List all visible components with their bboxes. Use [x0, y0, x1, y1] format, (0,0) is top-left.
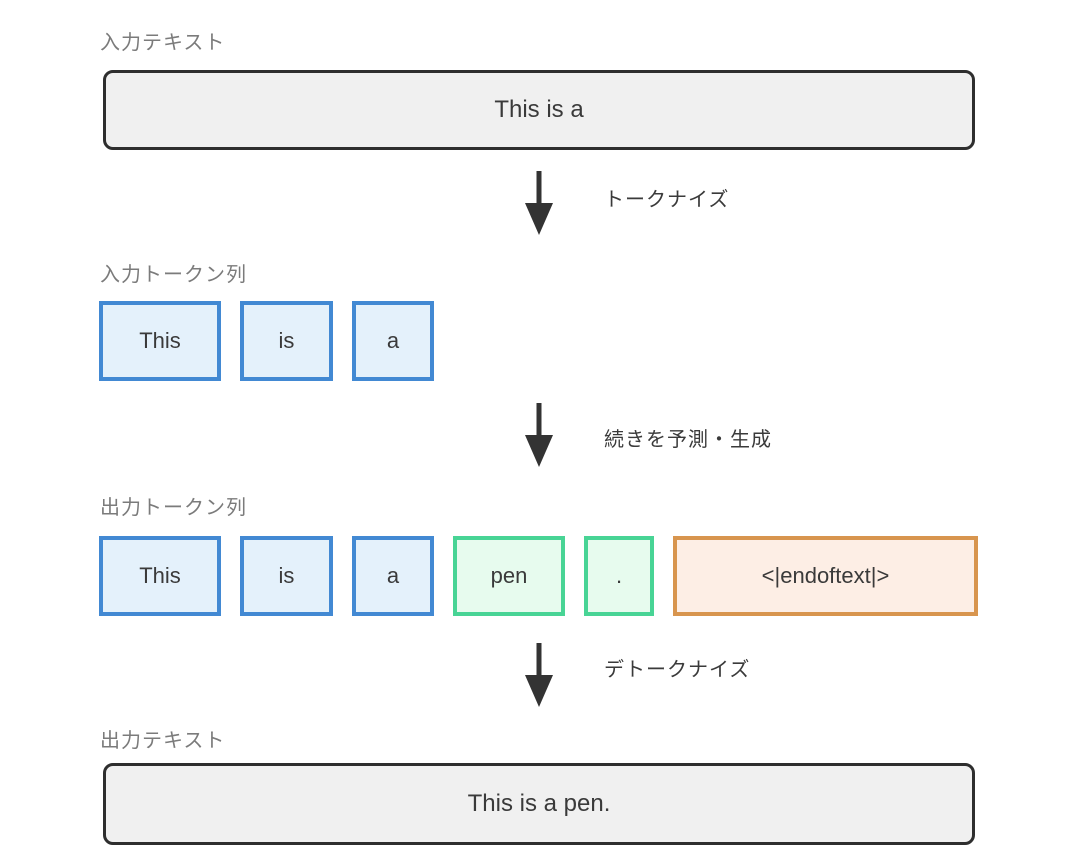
- tokenize-arrow-label: トークナイズ: [604, 189, 730, 211]
- detokenize-arrow-label: デトークナイズ: [604, 659, 751, 681]
- input-token-row: This is a: [99, 301, 434, 381]
- input-text-label: 入力テキスト: [100, 32, 226, 54]
- token-box: This: [99, 536, 221, 616]
- token-box: pen: [453, 536, 565, 616]
- input-text-value: This is a: [494, 96, 584, 123]
- token-box: This: [99, 301, 221, 381]
- token-box: is: [240, 301, 333, 381]
- down-arrow-icon: [525, 403, 553, 467]
- token-box: a: [352, 301, 434, 381]
- token-box: is: [240, 536, 333, 616]
- input-text-box: This is a: [103, 70, 975, 150]
- output-text-value: This is a pen.: [467, 790, 611, 817]
- output-token-row: This is a pen . <|endoftext|>: [99, 536, 978, 616]
- down-arrow-icon: [525, 643, 553, 707]
- output-text-box: This is a pen.: [103, 763, 975, 845]
- token-box-endoftext: <|endoftext|>: [673, 536, 978, 616]
- down-arrow-icon: [525, 171, 553, 235]
- output-text-label: 出力テキスト: [100, 730, 226, 752]
- token-box: .: [584, 536, 654, 616]
- generate-arrow-label: 続きを予測・生成: [604, 429, 772, 451]
- output-tokens-label: 出力トークン列: [100, 497, 247, 519]
- input-tokens-label: 入力トークン列: [100, 264, 247, 286]
- token-box: a: [352, 536, 434, 616]
